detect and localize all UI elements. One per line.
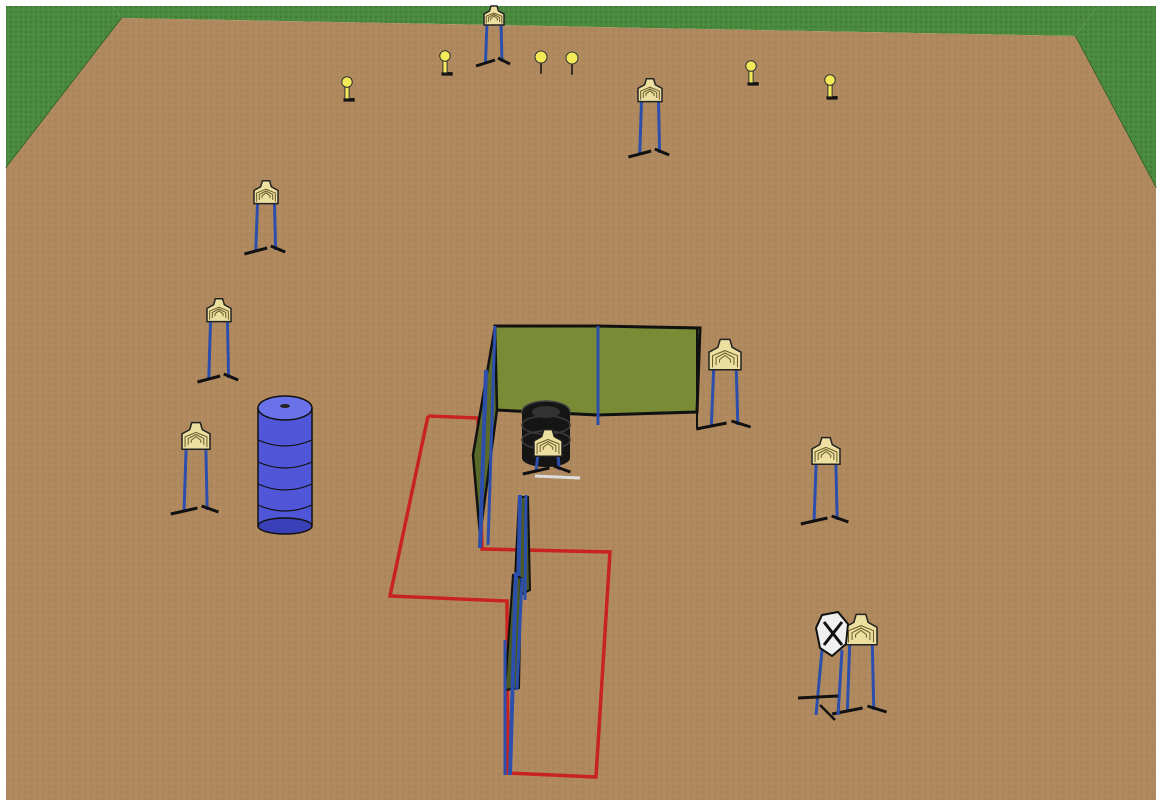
blue-barrel bbox=[258, 396, 312, 534]
